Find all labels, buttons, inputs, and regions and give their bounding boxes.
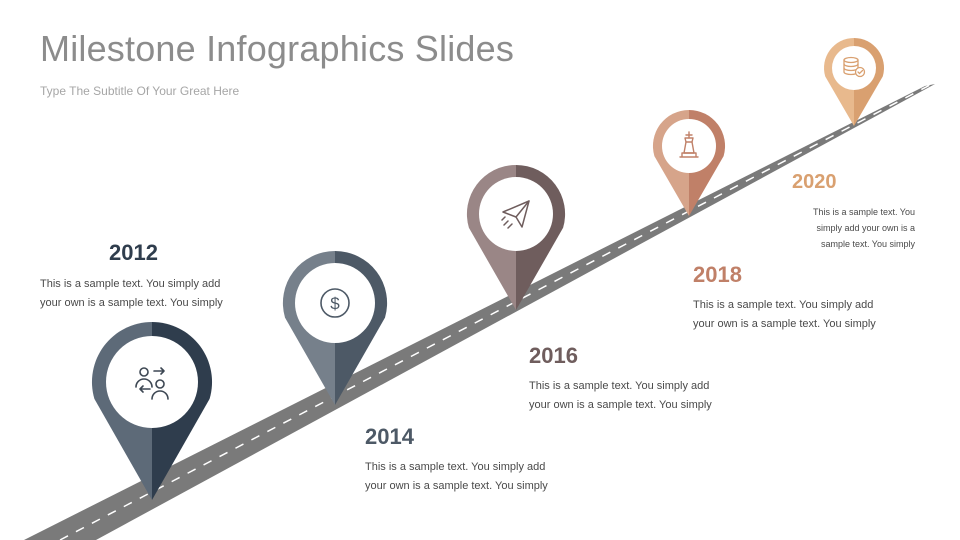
milestone-desc-2012: This is a sample text. You simply add yo… (40, 278, 223, 309)
milestone-pin-2012 (91, 322, 213, 502)
page-title: Milestone Infographics Slides (40, 28, 515, 69)
milestone-year-2012: 2012 (109, 240, 158, 265)
svg-text:$: $ (330, 294, 340, 313)
page-subtitle: Type The Subtitle Of Your Great Here (40, 84, 240, 98)
road-center-line (59, 84, 931, 540)
milestone-desc-2018: This is a sample text. You simply add yo… (693, 299, 876, 330)
milestone-pin-2016 (466, 164, 566, 312)
paper-plane-icon (501, 200, 530, 229)
milestone-desc-2014: This is a sample text. You simply add yo… (365, 461, 548, 492)
database-check-icon (843, 56, 866, 78)
users-exchange-icon (135, 367, 169, 400)
milestone-desc-2020: This is a sample text. You simply add yo… (812, 207, 915, 249)
chess-king-icon (679, 131, 699, 158)
milestone-pin-2014: $ (282, 250, 388, 407)
milestone-year-2018: 2018 (693, 262, 742, 287)
milestone-year-2016: 2016 (529, 343, 578, 368)
milestone-desc-2016: This is a sample text. You simply add yo… (529, 380, 712, 411)
milestone-pin-2018 (652, 109, 726, 218)
road-surface (24, 84, 935, 540)
milestone-pin-2020 (824, 38, 884, 128)
dollar-icon: $ (320, 288, 350, 318)
milestone-year-2014: 2014 (365, 424, 414, 449)
milestone-year-2020: 2020 (792, 171, 837, 193)
